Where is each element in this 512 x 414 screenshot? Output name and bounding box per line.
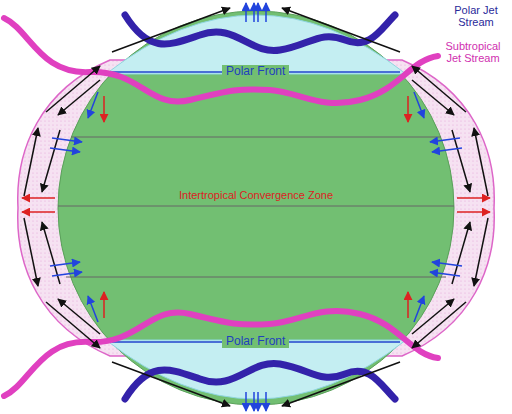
flow-arrow — [58, 299, 100, 334]
latitude-line — [71, 137, 441, 138]
flow-arrow — [412, 302, 466, 348]
flow-arrow — [22, 197, 55, 199]
latitude-line — [58, 206, 454, 207]
flow-arrow — [432, 148, 462, 152]
flow-arrow — [432, 262, 462, 266]
flow-arrow — [24, 218, 38, 286]
flow-arrow — [245, 3, 247, 22]
flow-arrow — [457, 197, 490, 199]
flow-arrow — [412, 80, 454, 115]
flow-arrow — [257, 392, 259, 411]
flow-arrow — [430, 272, 460, 276]
flow-arrow — [52, 272, 82, 276]
flow-arrow — [50, 262, 80, 266]
diagram-label: Intertropical Convergence Zone — [179, 189, 333, 201]
diagram-label: Subtropical Jet Stream — [440, 40, 506, 64]
diagram-label: Polar Front — [222, 335, 289, 348]
flow-arrow — [103, 292, 105, 318]
flow-arrow — [112, 8, 230, 52]
flow-arrow — [265, 392, 267, 411]
flow-arrow — [474, 128, 488, 196]
flow-arrow — [407, 292, 409, 318]
diagram-label: Polar Front — [222, 65, 289, 78]
subtropical-jet-stream — [4, 311, 438, 396]
flow-arrow — [407, 96, 409, 122]
flow-arrow — [103, 96, 105, 122]
flow-arrow — [282, 362, 400, 406]
flow-arrow — [412, 66, 466, 112]
flow-arrow — [112, 362, 230, 406]
flow-arrow — [50, 148, 80, 152]
flow-arrow — [430, 138, 460, 142]
flow-arrow — [414, 92, 424, 118]
flow-arrow — [412, 299, 454, 334]
flow-arrow — [46, 66, 100, 112]
diagram-label: Polar Jet Stream — [446, 4, 506, 28]
flow-arrow — [88, 92, 98, 118]
flow-arrow — [257, 3, 259, 22]
flow-arrow — [253, 392, 255, 411]
latitude-line — [66, 277, 446, 278]
flow-arrow — [58, 80, 100, 115]
flow-arrow — [253, 3, 255, 22]
flow-arrow — [22, 211, 55, 213]
flow-arrow — [88, 296, 98, 322]
subtropical-jet-stream — [4, 18, 438, 103]
flow-arrow — [414, 296, 424, 322]
earth-globe — [58, 11, 454, 405]
flow-arrow — [52, 138, 82, 142]
flow-arrow — [265, 3, 267, 22]
flow-arrow — [457, 211, 490, 213]
flow-arrow — [24, 128, 38, 196]
flow-arrow — [474, 218, 488, 286]
flow-arrow — [245, 392, 247, 411]
flow-arrow — [46, 302, 100, 348]
polar-cap — [106, 340, 406, 399]
flow-arrow — [282, 8, 400, 52]
